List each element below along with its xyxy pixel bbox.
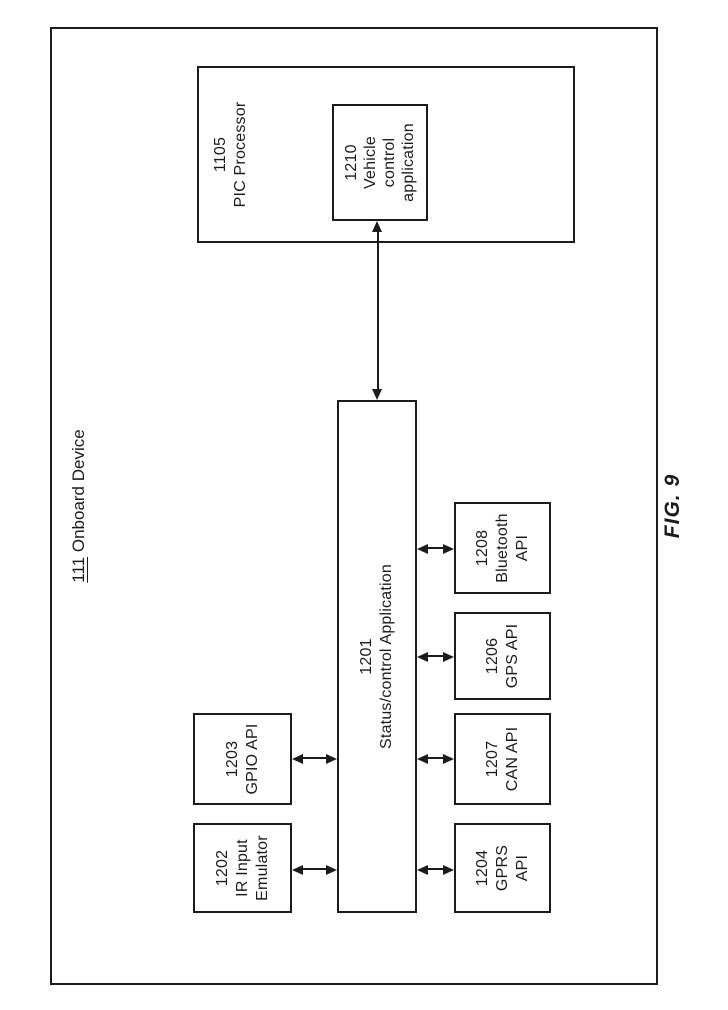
arrow-shaft bbox=[376, 227, 379, 394]
arrowhead-icon bbox=[443, 652, 454, 662]
arrow-app-to-gprs bbox=[417, 864, 454, 875]
gpio-api-block: 1203 GPIO API bbox=[193, 713, 292, 805]
gpio-api-ref: 1203 bbox=[223, 740, 241, 778]
gpio-api-name: GPIO API bbox=[243, 723, 261, 795]
ir-input-emulator-line: IR Input bbox=[233, 839, 251, 897]
gps-api-block: 1206 GPS API bbox=[454, 612, 551, 700]
status-control-app-block: 1201 Status/control Application bbox=[337, 400, 417, 913]
arrow-app-to-can bbox=[417, 753, 454, 764]
onboard-device-ref: 111 bbox=[69, 556, 88, 583]
arrowhead-icon bbox=[443, 544, 454, 554]
vehicle-control-app-line: application bbox=[400, 123, 417, 202]
onboard-device-name: Onboard Device bbox=[69, 429, 88, 553]
arrowhead-icon bbox=[443, 865, 454, 875]
arrow-ir-input-to-app bbox=[292, 864, 337, 875]
arrowhead-icon bbox=[326, 754, 337, 764]
status-control-app-name: Status/control Application bbox=[378, 564, 395, 749]
gps-api-ref: 1206 bbox=[483, 637, 501, 675]
vehicle-control-app-line: control bbox=[381, 137, 398, 188]
pic-processor-ref: 1105 bbox=[212, 136, 229, 173]
gprs-api-block: 1204 GPRS API bbox=[454, 823, 551, 913]
arrow-app-to-vehicle-control bbox=[372, 221, 383, 400]
ir-input-emulator-block: 1202 IR Input Emulator bbox=[193, 823, 292, 913]
vehicle-control-app-block: 1210 Vehicle control application bbox=[332, 104, 428, 221]
arrow-app-to-bluetooth bbox=[417, 543, 454, 554]
can-api-name: CAN API bbox=[503, 726, 521, 792]
arrowhead-icon bbox=[443, 754, 454, 764]
gps-api-name: GPS API bbox=[503, 623, 521, 689]
arrowhead-icon bbox=[372, 221, 382, 232]
can-api-block: 1207 CAN API bbox=[454, 713, 551, 805]
ir-input-emulator-line: Emulator bbox=[253, 835, 271, 901]
arrowhead-icon bbox=[326, 865, 337, 875]
bluetooth-api-line: API bbox=[513, 534, 531, 562]
bluetooth-api-ref: 1208 bbox=[473, 529, 491, 567]
gprs-api-ref: 1204 bbox=[473, 849, 491, 887]
arrow-app-to-gps bbox=[417, 651, 454, 662]
vehicle-control-app-ref: 1210 bbox=[343, 144, 360, 181]
can-api-ref: 1207 bbox=[483, 740, 501, 778]
onboard-device-label: 111 Onboard Device bbox=[68, 27, 90, 985]
pic-processor-name: PIC Processor bbox=[232, 101, 249, 208]
gprs-api-line: GPRS bbox=[493, 844, 511, 892]
vehicle-control-app-line: Vehicle bbox=[362, 136, 379, 189]
bluetooth-api-line: Bluetooth bbox=[493, 513, 511, 583]
status-control-app-ref: 1201 bbox=[358, 638, 375, 675]
gprs-api-line: API bbox=[513, 854, 531, 882]
arrow-gpio-to-app bbox=[292, 753, 337, 764]
ir-input-emulator-ref: 1202 bbox=[213, 849, 231, 887]
figure-label: FIG. 9 bbox=[661, 473, 684, 539]
bluetooth-api-block: 1208 Bluetooth API bbox=[454, 502, 551, 594]
